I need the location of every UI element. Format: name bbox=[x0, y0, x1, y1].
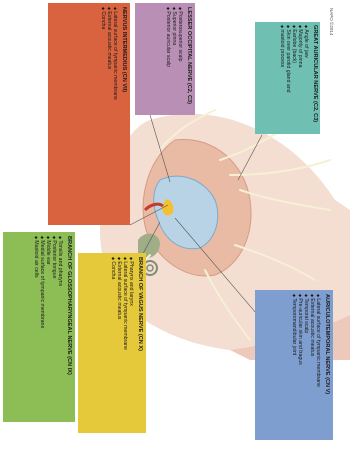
auriculotemporal-title: Auriculotemporal nerve (CN V) bbox=[323, 294, 330, 436]
great-auricular-box: Great auricular nerve (C2, C3) Angle of … bbox=[255, 22, 320, 134]
list-item: Medial surface of tympanic membrane bbox=[39, 236, 45, 418]
list-item: Tonsils and pharynx bbox=[57, 236, 63, 418]
auriculotemporal-box: Auriculotemporal nerve (CN V) Lateral su… bbox=[255, 290, 333, 440]
lesser-occipital-list: Posterosuperior scalp Superior pinna Pos… bbox=[165, 7, 184, 111]
list-item: Lateral surface of tympanic membrane bbox=[112, 7, 118, 221]
vagus-title: Branch of vagus nerve (CN X) bbox=[136, 257, 143, 429]
list-item: Lateral surface of tympanic membrane bbox=[122, 257, 128, 429]
copyright-credit: NAPO ©2014 bbox=[329, 8, 334, 35]
list-item: Mastoid air cells bbox=[32, 236, 38, 418]
great-auricular-list: Angle of jaw Majority of pinna Earlobe (… bbox=[278, 25, 309, 131]
list-item: Majority of pinna bbox=[297, 25, 303, 131]
vagus-list: Pharynx and larynx Lateral surface of ty… bbox=[110, 257, 135, 429]
list-item: mastoid process bbox=[278, 25, 284, 131]
nervus-intermedius-box: Nervus intermedius (CN VII) Lateral surf… bbox=[48, 3, 130, 225]
nervus-intermedius-title: Nervus intermedius (CN VII) bbox=[120, 7, 127, 221]
list-item: Angle of jaw bbox=[303, 25, 309, 131]
glossopharyngeal-text: Branch of glossopharyngeal nerve (CN IX)… bbox=[3, 232, 75, 422]
lesser-occipital-box: Lesser occipital nerve (C2, C3) Posteros… bbox=[135, 3, 195, 115]
list-item: Lateral surface of tympanic membrane bbox=[315, 294, 321, 436]
list-item: Skin over parotid gland and bbox=[285, 25, 291, 131]
list-item: Pre-auricular skin and tragus bbox=[297, 294, 303, 436]
nervus-intermedius-text: Nervus intermedius (CN VII) Lateral surf… bbox=[48, 3, 130, 225]
list-item: Posterior auricular scalp bbox=[165, 7, 171, 111]
list-item: Posterior tongue bbox=[51, 236, 57, 418]
lesser-occipital-title: Lesser occipital nerve (C2, C3) bbox=[185, 7, 192, 111]
great-auricular-title: Great auricular nerve (C2, C3) bbox=[311, 25, 318, 131]
glossopharyngeal-list: Tonsils and pharynx Posterior tongue Mid… bbox=[32, 236, 63, 418]
list-item: Middle ear bbox=[45, 236, 51, 418]
vagus-box: Branch of vagus nerve (CN X) Pharynx and… bbox=[78, 253, 146, 433]
glossopharyngeal-box: Branch of glossopharyngeal nerve (CN IX)… bbox=[3, 232, 75, 422]
list-item: Earlobe (back) bbox=[291, 25, 297, 131]
list-item: Posterosuperior scalp bbox=[177, 7, 183, 111]
glossopharyngeal-title: Branch of glossopharyngeal nerve (CN IX) bbox=[65, 236, 72, 418]
list-item: Temporal scalp bbox=[303, 294, 309, 436]
lesser-occipital-text: Lesser occipital nerve (C2, C3) Posteros… bbox=[135, 3, 195, 115]
nervus-intermedius-list: Lateral surface of tympanic membrane Ext… bbox=[100, 7, 119, 221]
auriculotemporal-text: Auriculotemporal nerve (CN V) Lateral su… bbox=[255, 290, 333, 440]
list-item: Concha bbox=[110, 257, 116, 429]
list-item: Temporomandibular joint bbox=[290, 294, 296, 436]
list-item: Pharynx and larynx bbox=[128, 257, 134, 429]
auriculotemporal-list: Lateral surface of tympanic membrane Ext… bbox=[290, 294, 321, 436]
vagus-text: Branch of vagus nerve (CN X) Pharynx and… bbox=[78, 253, 146, 433]
great-auricular-text: Great auricular nerve (C2, C3) Angle of … bbox=[255, 22, 320, 134]
list-item: External acoustic meatus bbox=[106, 7, 112, 221]
